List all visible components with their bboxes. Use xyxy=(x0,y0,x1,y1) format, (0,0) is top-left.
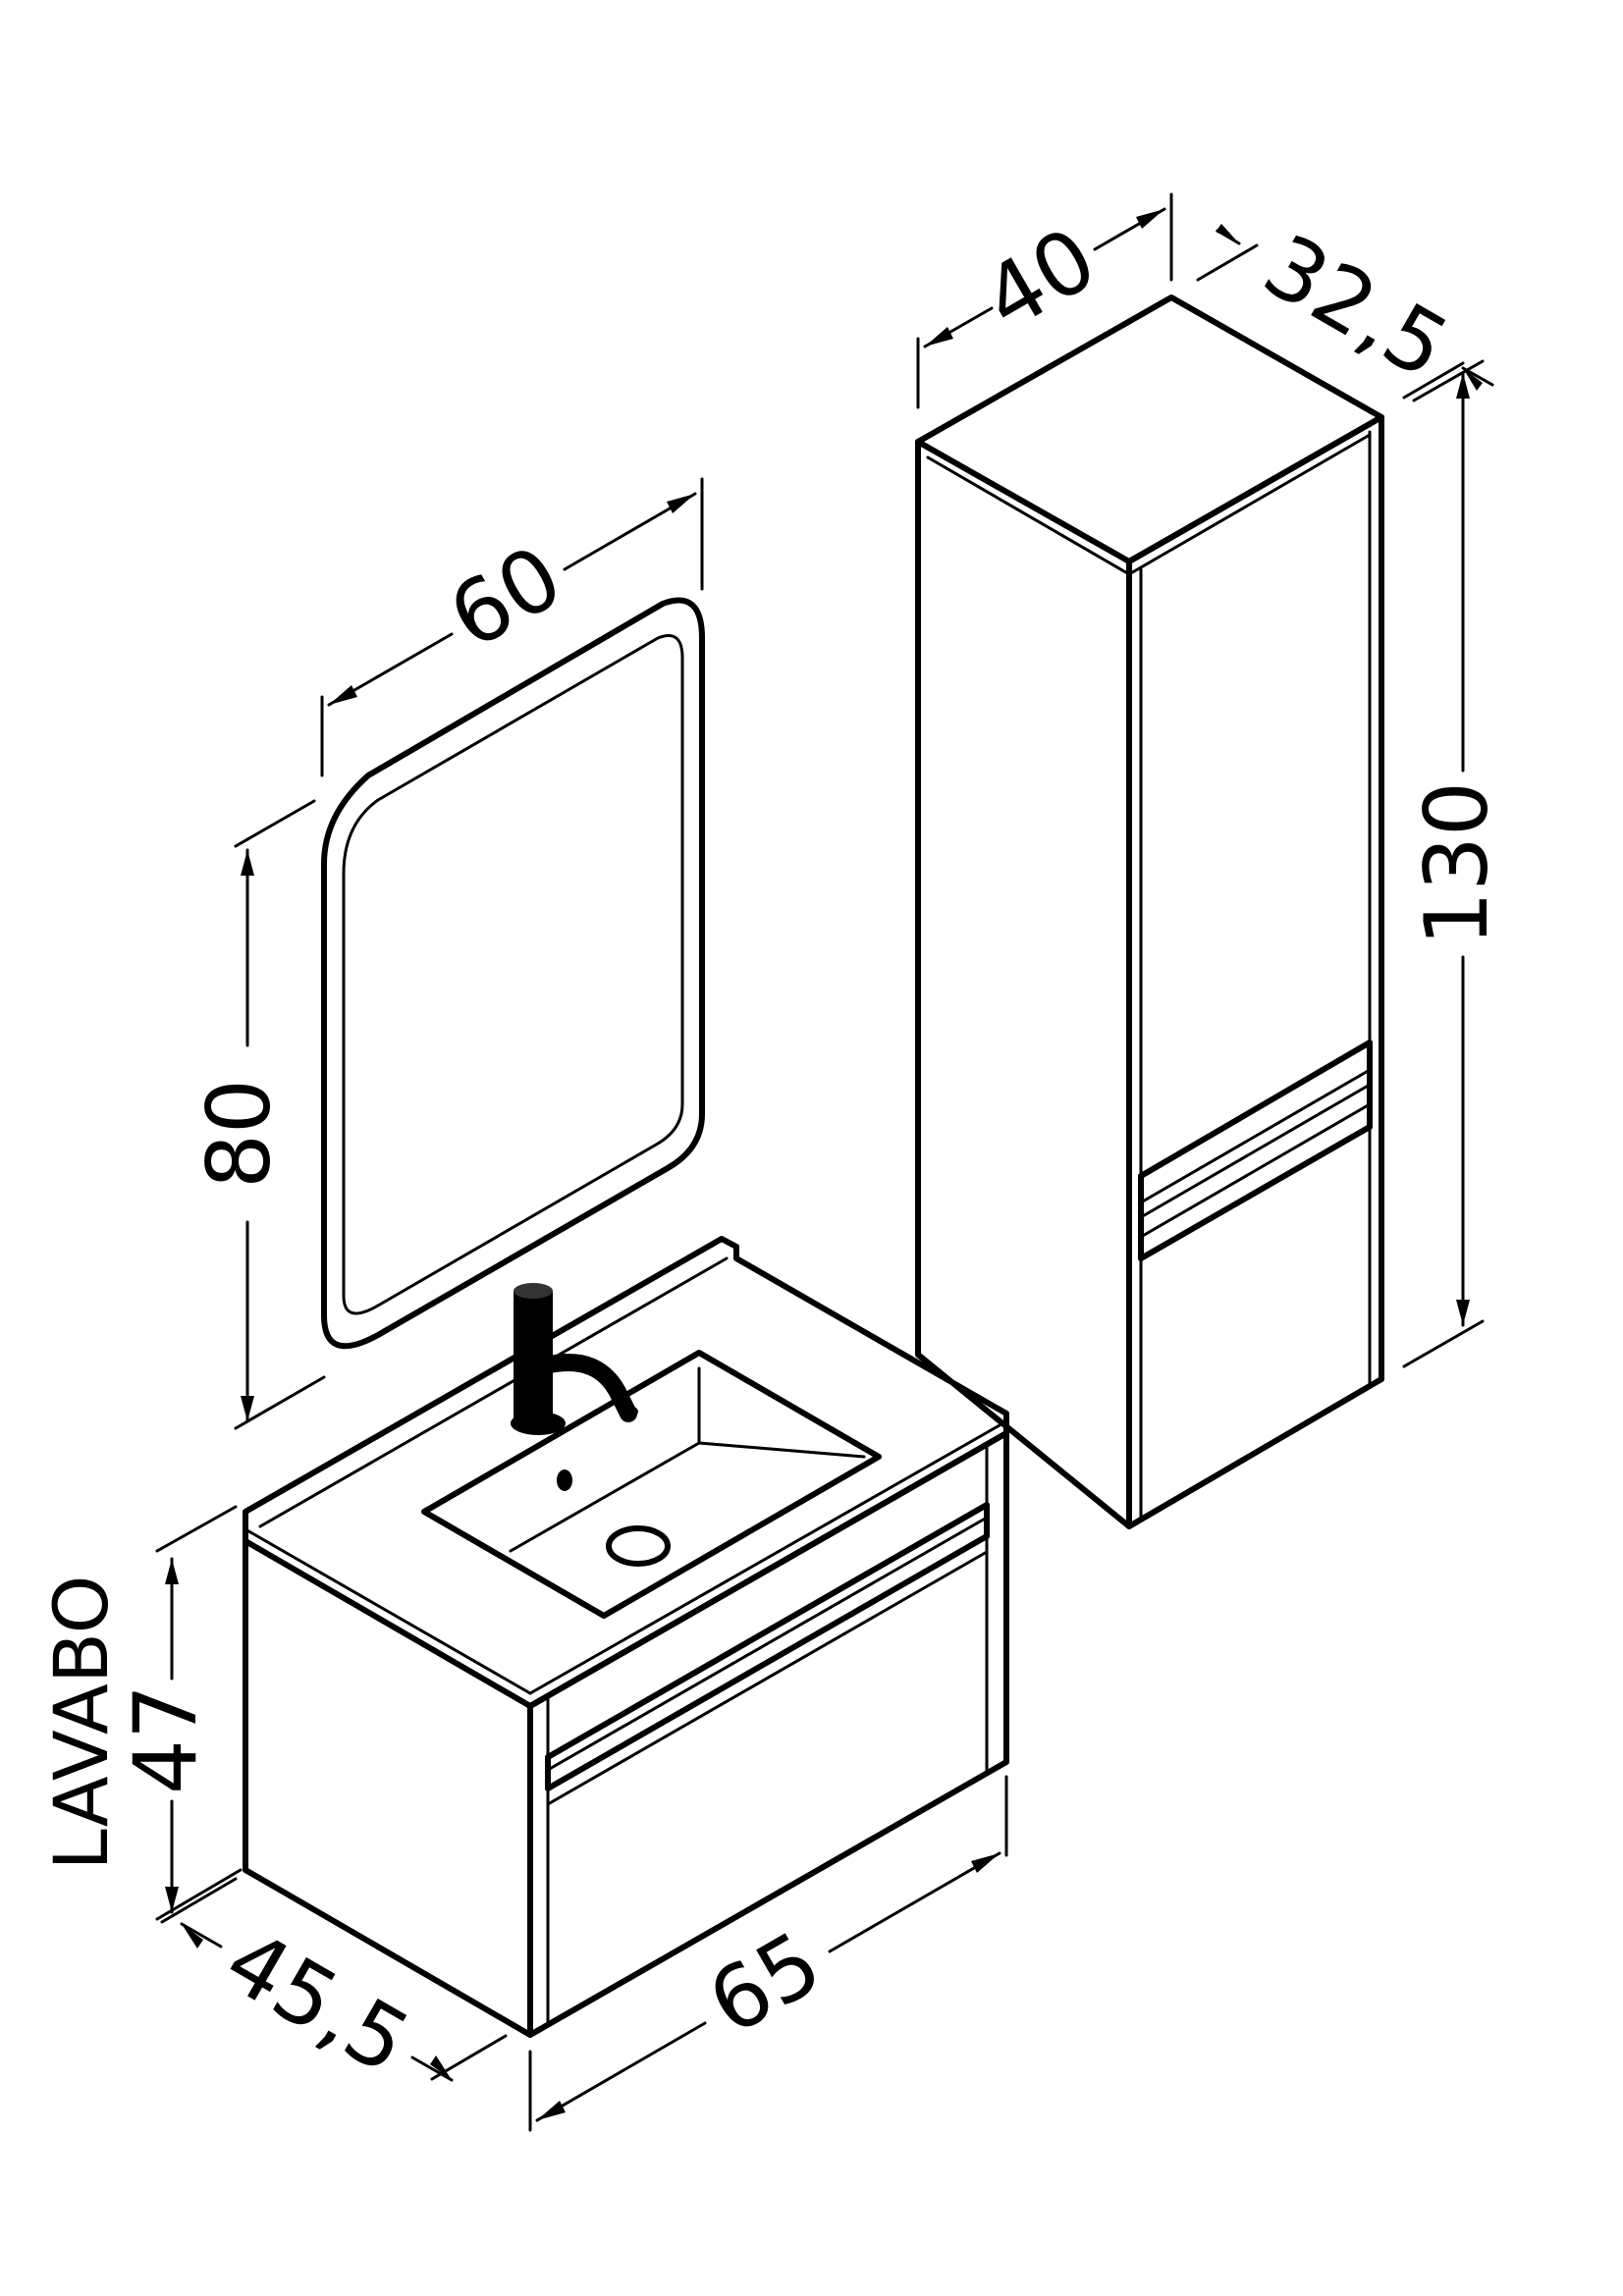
basin-drain xyxy=(606,1525,671,1567)
mirror-height-arrow-top xyxy=(241,850,254,876)
mirror-width-arrow-left xyxy=(329,685,357,705)
tall-cabinet-side xyxy=(915,439,1132,1529)
mirror-height-ext-bottom xyxy=(234,1375,326,1430)
mirror-outer-frame xyxy=(321,597,705,1350)
vanity-unit: LAVABO 47 45,5 65 xyxy=(37,1236,1009,2132)
tall-depth-label: 32,5 xyxy=(1248,215,1465,399)
tall-width-label: 40 xyxy=(966,208,1111,350)
vanity-label: LAVABO xyxy=(37,1575,125,1871)
vanity-width-dim-line-a xyxy=(535,2021,707,2122)
mirror: 60 80 xyxy=(189,477,705,1430)
mirror-width-label: 60 xyxy=(432,526,577,668)
mirror-height-arrow-bottom xyxy=(241,1396,254,1421)
mirror-width-arrow-right xyxy=(667,494,695,513)
tall-height-label: 130 xyxy=(1406,781,1507,946)
mirror-height-ext-top xyxy=(234,799,316,848)
basin-inner xyxy=(509,1366,866,1553)
mirror-height-label: 80 xyxy=(189,1079,290,1189)
vanity-width-dim-line-b xyxy=(828,1851,1001,1953)
faucet xyxy=(511,1283,638,1435)
vanity-height-label: 47 xyxy=(115,1684,216,1794)
vanity-handle-recess xyxy=(545,1502,990,1791)
vanity-front xyxy=(527,1430,1009,2038)
vanity-depth-label: 45,5 xyxy=(209,1910,426,2094)
vanity-side xyxy=(243,1538,533,2038)
tall-cabinet-handle-recess xyxy=(1138,1040,1373,1261)
tall-cabinet-front xyxy=(1126,414,1384,1529)
mirror-inner-frame xyxy=(342,634,684,1315)
vanity-countertop xyxy=(243,1236,1009,1709)
basin-outer xyxy=(421,1350,882,1619)
basin-overflow xyxy=(557,1469,572,1491)
tall-cabinet: 40 32,5 130 xyxy=(915,192,1507,1529)
vanity-width-label: 65 xyxy=(691,1912,837,2055)
